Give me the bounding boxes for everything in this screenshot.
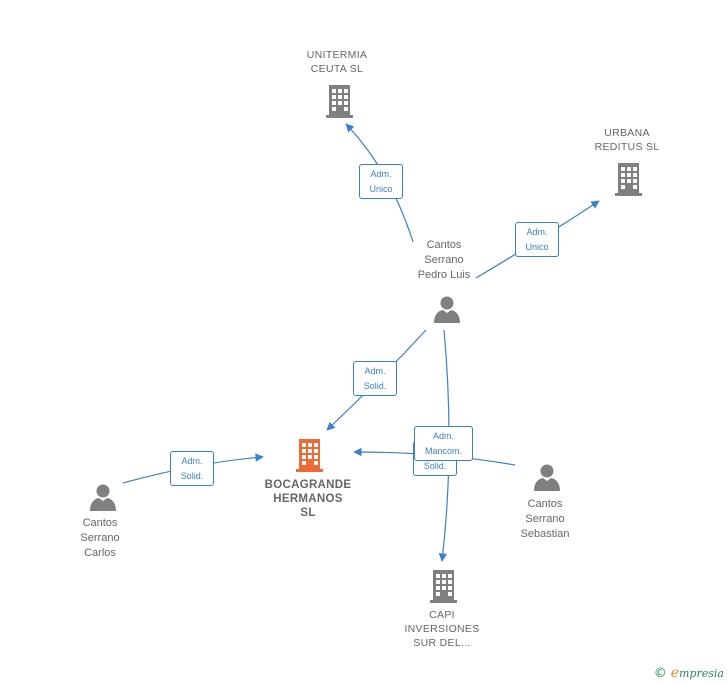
building-icon[interactable]	[293, 437, 326, 472]
person-icon[interactable]	[432, 294, 462, 324]
edge-label-carlos-bocagrande: Adm. Solid.	[170, 451, 214, 486]
node-label-carlos: Cantos Serrano Carlos	[80, 517, 120, 559]
node-label-sebastian: Cantos Serrano Sebastian	[520, 498, 570, 540]
node-label-unitermia: UNITERMIA CEUTA SL	[306, 49, 368, 75]
edge-label-pedro-capi: Adm. Mancom.	[414, 426, 473, 461]
edge-label-pedro-bocagrande: Adm. Solid.	[353, 361, 397, 396]
empresia-watermark: ©empresia	[654, 665, 724, 681]
node-label-urbana: URBANA REDITUS SL	[594, 127, 660, 153]
edge-label-pedro-urbana: Adm. Unico	[515, 222, 559, 257]
edge-label-pedro-unitermia: Adm. Unico	[359, 164, 403, 199]
building-icon[interactable]	[612, 161, 645, 196]
person-icon[interactable]	[532, 462, 562, 492]
brand-name: mpresia	[679, 667, 724, 680]
person-icon[interactable]	[88, 482, 118, 512]
copyright-symbol: ©	[653, 666, 667, 681]
brand-initial: e	[670, 665, 680, 681]
node-label-pedro: Cantos Serrano Pedro Luis	[417, 239, 471, 281]
node-label-capi: CAPI INVERSIONES SUR DEL...	[404, 609, 480, 649]
building-icon[interactable]	[427, 568, 460, 603]
node-label-bocagrande: BOCAGRANDE HERMANOS SL	[264, 479, 352, 519]
building-icon[interactable]	[323, 83, 356, 118]
